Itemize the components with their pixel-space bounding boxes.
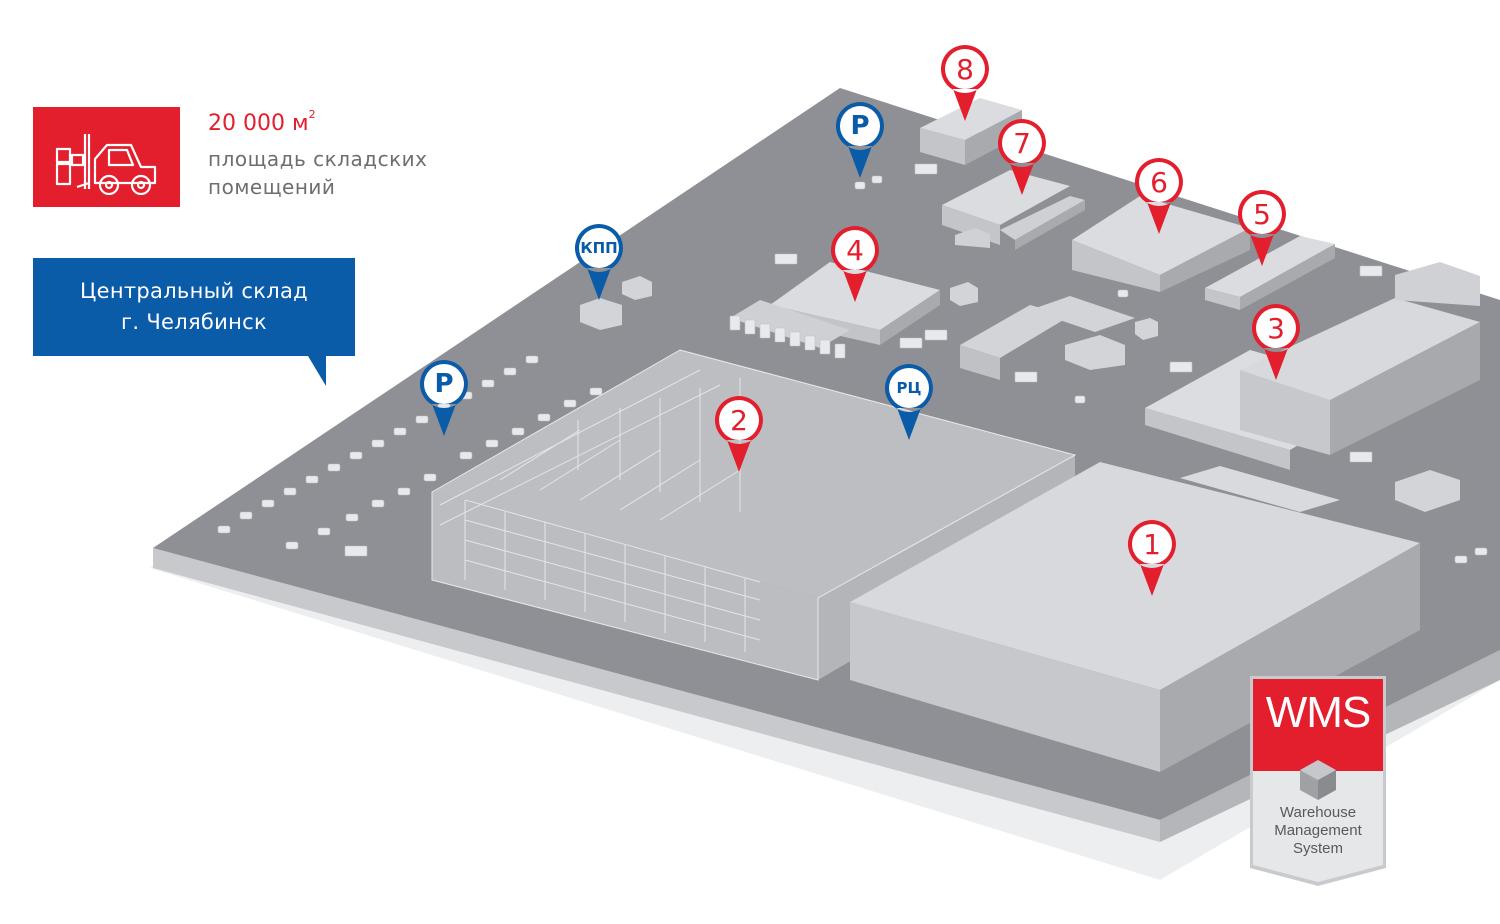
forklift-icon <box>55 134 157 196</box>
parking-icon: P <box>850 111 870 141</box>
building-7 <box>942 170 1085 250</box>
pin-building-4[interactable]: 4 <box>829 224 881 304</box>
wms-title: WMS <box>1265 688 1372 737</box>
pin-building-3[interactable]: 3 <box>1250 302 1302 382</box>
area-caption-line1: площадь складских <box>208 147 428 171</box>
map-pin-icon <box>884 364 933 440</box>
area-caption-line2: помещений <box>208 175 336 199</box>
wms-subtitle: Warehouse Management System <box>1250 804 1386 858</box>
pin-label: 1 <box>1143 527 1161 561</box>
building-6 <box>1072 196 1250 292</box>
pin-label: 4 <box>846 233 864 267</box>
pin-label: 2 <box>730 403 748 437</box>
area-caption: площадь складских помещений <box>208 145 488 201</box>
location-line2: г. Челябинск <box>121 310 267 334</box>
area-icon-box <box>33 107 180 207</box>
pin-building-6[interactable]: 6 <box>1133 156 1185 236</box>
map-pin-icon <box>940 45 989 121</box>
map-pin-icon <box>1134 158 1183 234</box>
vehicles <box>217 163 1488 564</box>
pin-building-8[interactable]: 8 <box>939 43 991 123</box>
small-buildings <box>580 276 1460 512</box>
map-pin-icon <box>830 226 879 302</box>
building-1 <box>850 462 1420 772</box>
area-value-number: 20 000 м <box>208 111 309 136</box>
location-line1: Центральный склад <box>80 279 308 303</box>
map-pin-icon <box>997 119 1046 195</box>
map-pin-icon <box>714 396 763 472</box>
pin-building-1[interactable]: 1 <box>1126 518 1178 598</box>
area-unit-superscript: 2 <box>308 107 316 121</box>
wms-badge: WMS Warehouse Management System <box>1250 676 1386 886</box>
location-callout: Центральный склад г. Челябинск <box>33 258 355 356</box>
pin-building-7[interactable]: 7 <box>996 117 1048 197</box>
pin-building-5[interactable]: 5 <box>1236 188 1288 268</box>
pin-label: КПП <box>580 239 618 257</box>
pin-label: 5 <box>1253 197 1271 231</box>
map-pin-icon <box>419 360 468 436</box>
pin-label: 6 <box>1150 165 1168 199</box>
building-5 <box>1205 236 1335 310</box>
map-pin-icon <box>1237 190 1286 266</box>
wms-sub-line1: Warehouse <box>1279 804 1357 821</box>
cube-icon <box>1300 760 1336 800</box>
map-pin-icon <box>1127 520 1176 596</box>
pin-label: РЦ <box>896 379 922 397</box>
pin-label: 3 <box>1267 311 1285 345</box>
pin-parking-north[interactable]: P <box>834 100 886 180</box>
pin-checkpoint[interactable]: КПП <box>573 222 625 302</box>
loading-trucks <box>344 163 1488 564</box>
parking-icon: P <box>434 369 454 399</box>
pin-label: 7 <box>1013 126 1031 160</box>
car-row-2 <box>285 387 603 550</box>
pin-distribution-center[interactable]: РЦ <box>883 362 935 442</box>
map-pin-icon <box>574 224 623 300</box>
area-value: 20 000 м2 <box>208 107 316 136</box>
pin-building-2[interactable]: 2 <box>713 394 765 474</box>
map-pin-icon <box>1251 304 1300 380</box>
wms-sub-line2: Management <box>1274 822 1362 839</box>
wms-badge-shape <box>1250 676 1386 886</box>
pin-label: 8 <box>956 52 974 86</box>
map-pin-icon <box>835 102 884 178</box>
wms-sub-line3: System <box>1292 840 1343 857</box>
building-3 <box>1145 262 1480 470</box>
base-slab-front <box>153 548 1160 842</box>
location-callout-tail <box>308 356 326 386</box>
pin-parking-west[interactable]: P <box>418 358 470 438</box>
building-8 <box>920 98 1022 165</box>
